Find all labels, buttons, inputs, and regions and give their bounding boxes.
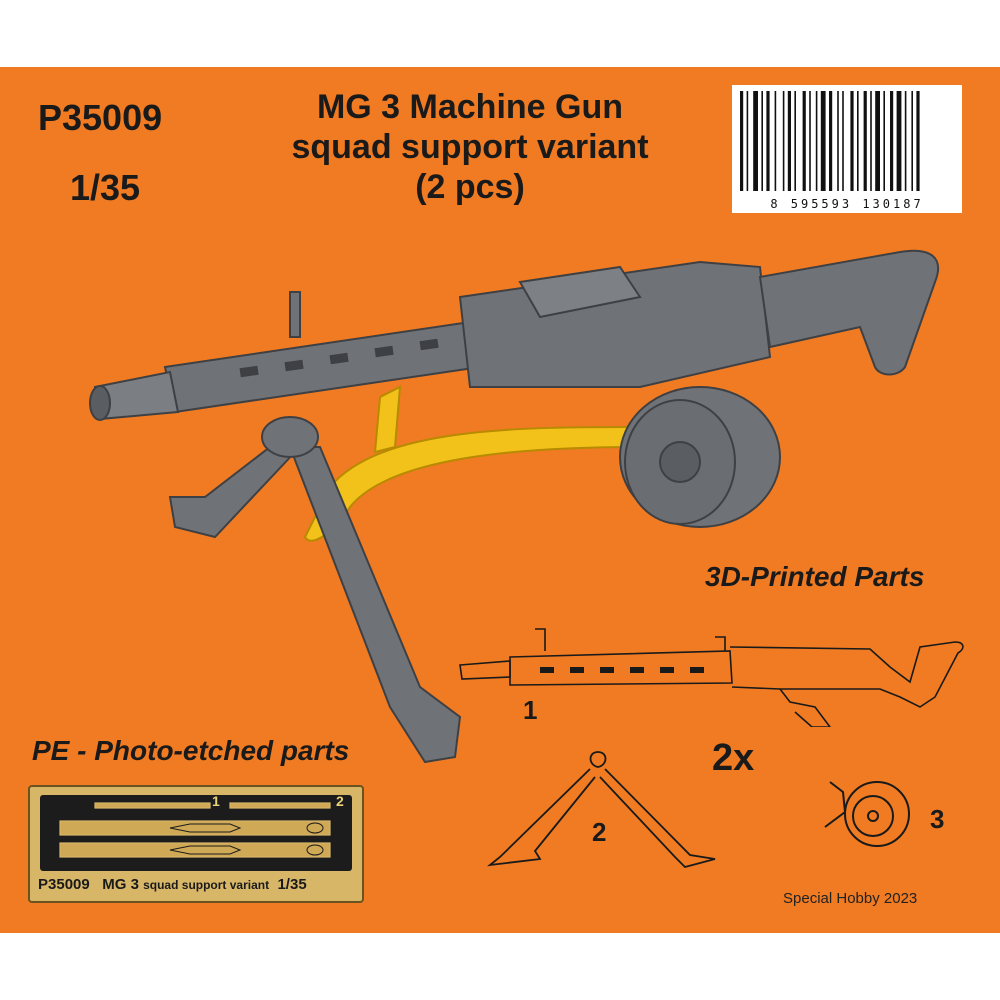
barcode-bar	[842, 91, 844, 191]
printed-parts-label: 3D-Printed Parts	[705, 561, 925, 592]
part-1-drawing	[459, 628, 964, 727]
bipod-leg-left	[168, 445, 297, 539]
fret-label-code: P35009	[38, 876, 90, 893]
barcode-bar	[890, 91, 894, 191]
barcode-bar	[782, 91, 785, 191]
barcode-bar	[904, 91, 907, 191]
sling-yellow	[303, 425, 641, 542]
barcode-bar	[740, 91, 744, 191]
barcode-bar	[850, 91, 854, 191]
part-number-2: 2	[592, 817, 607, 847]
barcode-bar	[815, 91, 818, 191]
product-scale: 1/35	[70, 167, 141, 208]
barcode-bar	[911, 91, 913, 191]
barcode-bar	[875, 91, 880, 191]
stock	[758, 249, 940, 376]
part-number-1: 1	[523, 695, 538, 725]
barcode-bar	[916, 91, 920, 191]
title-line-1: MG 3 Machine Gun	[316, 88, 624, 126]
fret-label-name: MG 3	[102, 876, 139, 893]
barcode-number: 8 595593 130187	[770, 197, 924, 211]
barcode-bar	[857, 91, 859, 191]
barcode-bar	[820, 91, 826, 191]
photo-etch-fret: 1 2 P35009 MG 3 squad supp	[28, 785, 364, 903]
title-line-3: (2 pcs)	[415, 168, 525, 206]
barcode-bar	[837, 91, 839, 191]
part-3-drawing	[824, 781, 910, 847]
product-title: MG 3 Machine Gun squad support variant (…	[240, 87, 700, 207]
copyright-text: Special Hobby 2023	[783, 890, 918, 907]
barcode-bar	[753, 91, 758, 191]
barcode-bar	[794, 91, 796, 191]
barcode-bars	[740, 91, 920, 191]
pe-label: PE - Photo-etched parts	[32, 735, 350, 766]
barcode: 8 595593 130187	[732, 85, 962, 213]
fret-label-scale: 1/35	[277, 876, 307, 893]
part-2-drawing	[486, 751, 716, 869]
barcode-bar	[761, 91, 763, 191]
feed-cover	[518, 265, 642, 319]
barcode-bar	[746, 91, 749, 191]
part-number-3: 3	[930, 804, 945, 834]
sling-loop	[373, 385, 402, 454]
fret-part-2: 2	[336, 793, 344, 809]
fret-inner: 1 2	[40, 793, 352, 871]
quantity-label: 2x	[712, 737, 755, 779]
title-line-2: squad support variant	[291, 128, 649, 166]
barcode-bar	[802, 91, 806, 191]
barcode-bar	[829, 91, 833, 191]
bipod-leg-right	[288, 446, 462, 764]
fret-label: P35009 MG 3 squad support variant 1/35	[38, 876, 307, 893]
barrel-jacket	[163, 320, 482, 414]
barcode-bar	[870, 91, 872, 191]
barcode-bar	[863, 91, 867, 191]
barcode-bar	[774, 91, 777, 191]
barcode-bar	[896, 91, 902, 191]
product-card: P35009 1/35 MG 3 Machine Gun squad suppo…	[0, 67, 1000, 933]
fret-part-1: 1	[212, 793, 220, 809]
fret-label-desc: squad support variant	[143, 878, 270, 892]
barcode-bar	[787, 91, 791, 191]
product-code: P35009	[38, 97, 163, 138]
barcode-bar	[883, 91, 885, 191]
fret-straps	[59, 802, 331, 858]
barcode-bar	[766, 91, 770, 191]
barcode-bar	[809, 91, 811, 191]
machine-gun-render	[89, 249, 940, 764]
